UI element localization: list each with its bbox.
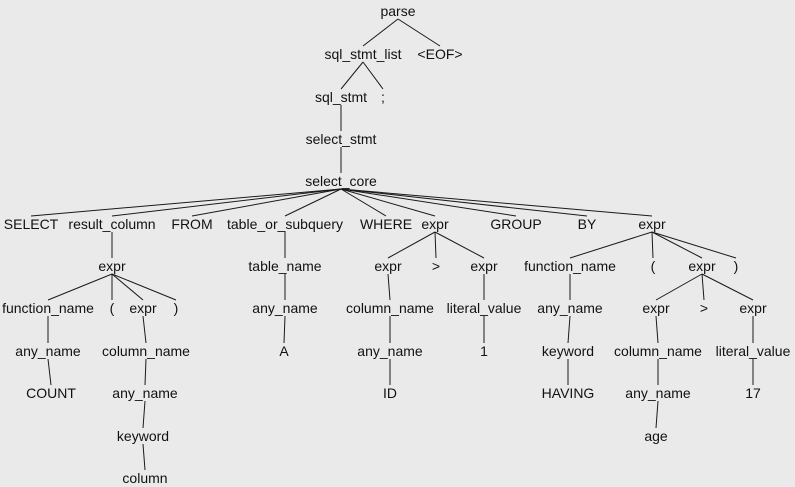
- tree-edge-n7-n9: [111, 188, 342, 217]
- tree-node-n43: column_name: [614, 343, 702, 359]
- tree-node-n37: any_name: [15, 343, 81, 359]
- tree-node-n6: select_stmt: [305, 131, 377, 147]
- tree-node-n1: parse: [380, 3, 416, 19]
- tree-node-n16: expr: [638, 216, 666, 232]
- tree-node-n28: expr: [688, 258, 716, 274]
- tree-node-n2: sql_stmt_list: [324, 46, 402, 62]
- tree-node-n45: COUNT: [26, 385, 76, 401]
- tree-node-n47: ID: [383, 385, 397, 401]
- tree-edge-n30-n39: [283, 315, 286, 344]
- tree-node-n41: 1: [480, 343, 488, 359]
- tree-node-n8: SELECT: [3, 216, 59, 232]
- tree-node-n42: keyword: [541, 343, 595, 359]
- tree-edge-n19-n31: [387, 273, 391, 301]
- tree-edge-n7-n16: [340, 188, 653, 217]
- tree-node-n39: A: [279, 343, 289, 359]
- tree-node-n48: HAVING: [541, 385, 595, 401]
- tree-edge-n13-n20: [434, 231, 437, 259]
- tree-node-n12: WHERE: [359, 216, 413, 232]
- tree-edge-n28-n36: [701, 273, 754, 301]
- tree-node-n44: literal_value: [715, 343, 791, 359]
- tree-node-n4: sql_stmt: [314, 89, 368, 105]
- tree-edge-n7-n8: [30, 188, 342, 217]
- tree-edge-n16-n28: [651, 231, 703, 259]
- tree-node-n33: any_name: [537, 300, 603, 316]
- tree-node-n26: function_name: [524, 258, 616, 274]
- tree-edge-n16-n26: [569, 231, 653, 259]
- tree-node-n30: any_name: [252, 300, 318, 316]
- tree-edge-n7-n11: [284, 188, 342, 217]
- tree-node-n34: expr: [642, 300, 670, 316]
- tree-edge-n13-n19: [387, 231, 436, 259]
- tree-edge-n17-n25: [111, 273, 177, 301]
- tree-node-n3: <EOF>: [417, 46, 463, 62]
- tree-node-n53: column: [122, 470, 168, 486]
- tree-edge-n1-n2: [362, 18, 399, 47]
- tree-node-n49: any_name: [625, 385, 691, 401]
- tree-node-n36: expr: [739, 300, 767, 316]
- tree-node-n29: ): [733, 258, 739, 274]
- tree-edge-n16-n27: [651, 231, 654, 259]
- tree-edge-n46-n51: [142, 400, 146, 429]
- tree-node-n52: age: [644, 428, 668, 444]
- tree-edge-n28-n34: [655, 273, 703, 301]
- tree-edge-n7-n12: [340, 188, 387, 217]
- tree-node-n22: function_name: [2, 300, 94, 316]
- tree-node-n24: expr: [129, 300, 157, 316]
- tree-node-n38: column_name: [102, 343, 190, 359]
- tree-node-n31: column_name: [346, 300, 434, 316]
- tree-node-n5: ;: [381, 89, 385, 105]
- tree-node-n50: 17: [745, 385, 761, 401]
- tree-node-n11: table_or_subquery: [227, 216, 343, 232]
- tree-edge-n51-n53: [142, 443, 146, 471]
- tree-node-n17: expr: [98, 258, 126, 274]
- tree-node-n15: BY: [577, 216, 597, 232]
- tree-edge-n13-n21: [434, 231, 485, 259]
- tree-node-n32: literal_value: [446, 300, 522, 316]
- tree-node-n9: result_column: [68, 216, 156, 232]
- tree-edge-n38-n46: [144, 358, 147, 386]
- tree-edge-n2-n4: [340, 61, 364, 90]
- tree-node-n20: >: [431, 258, 441, 274]
- tree-node-n46: any_name: [112, 385, 178, 401]
- tree-edge-n1-n3: [397, 18, 441, 47]
- tree-edge-n7-n13: [340, 188, 436, 217]
- tree-edge-n7-n15: [340, 188, 588, 217]
- tree-node-n40: any_name: [357, 343, 423, 359]
- tree-edge-n7-n14: [340, 188, 517, 217]
- tree-node-n13: expr: [421, 216, 449, 232]
- tree-edge-n33-n42: [567, 315, 571, 344]
- tree-edge-n17-n22: [47, 273, 113, 301]
- tree-node-n18: table_name: [248, 258, 322, 274]
- tree-node-n14: GROUP: [490, 216, 542, 232]
- tree-node-n23: (: [109, 300, 115, 316]
- tree-edge-n37-n45: [47, 358, 52, 386]
- tree-node-n51: keyword: [116, 428, 170, 444]
- tree-node-n10: FROM: [171, 216, 213, 232]
- tree-node-n25: ): [173, 300, 179, 316]
- tree-edge-n28-n35: [701, 273, 705, 301]
- tree-edge-n16-n29: [651, 231, 737, 259]
- tree-edge-n17-n24: [111, 273, 144, 301]
- tree-node-n27: (: [650, 258, 656, 274]
- tree-node-n35: >: [699, 300, 709, 316]
- tree-edge-n7-n10: [191, 188, 342, 217]
- tree-node-n19: expr: [374, 258, 402, 274]
- tree-edge-n49-n52: [655, 400, 659, 429]
- tree-edge-n24-n38: [142, 315, 147, 344]
- tree-node-n21: expr: [470, 258, 498, 274]
- tree-node-n7: select_core: [305, 173, 377, 189]
- tree-edge-n34-n43: [655, 315, 659, 344]
- tree-edge-n2-n5: [362, 61, 384, 90]
